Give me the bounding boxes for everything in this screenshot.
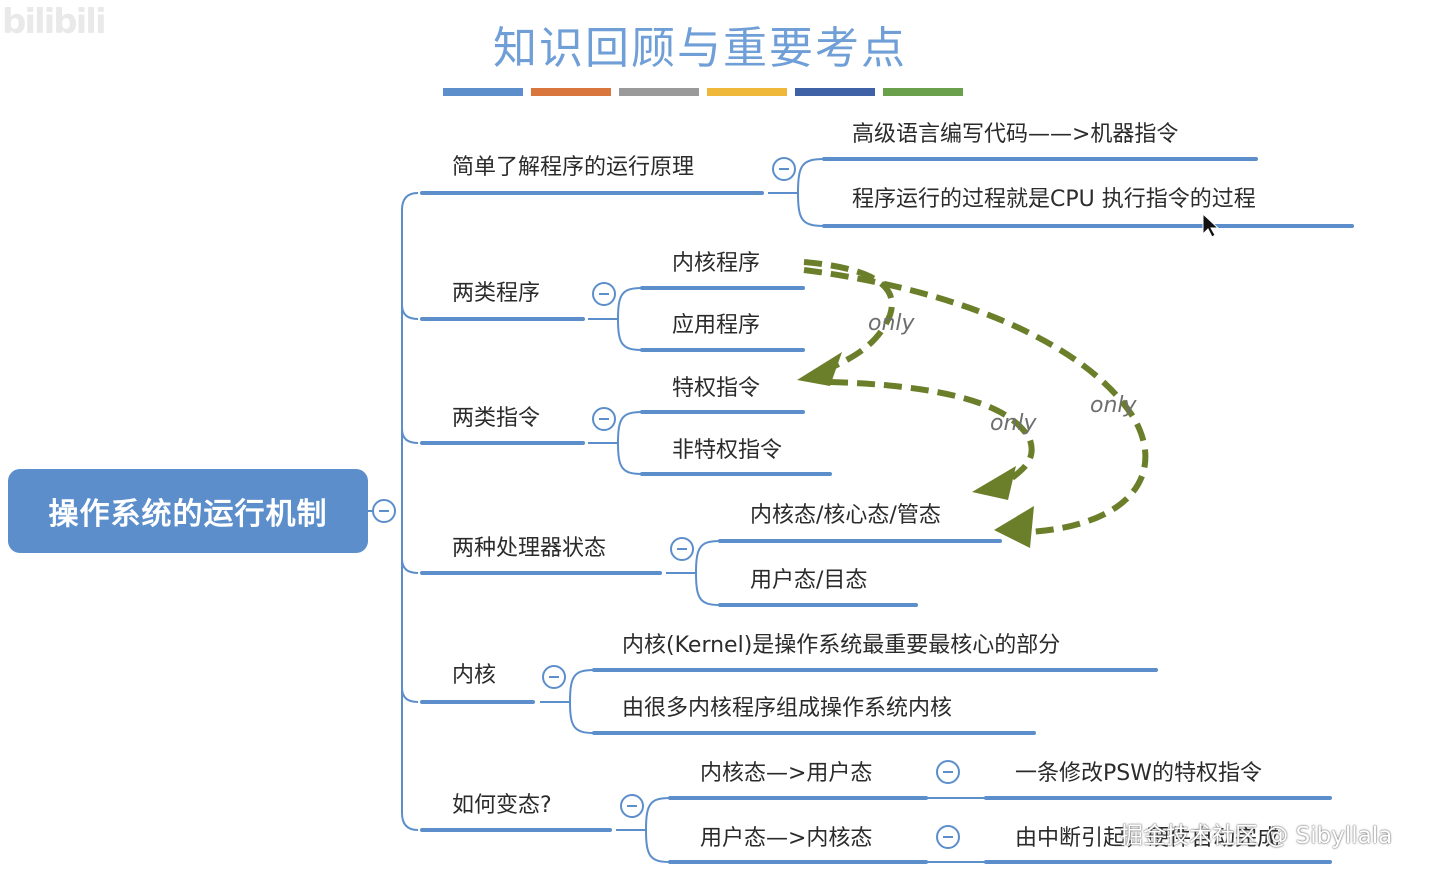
leaf-modify-psw[interactable]: 一条修改PSW的特权指令	[1015, 761, 1262, 786]
only-annotation-1: only	[868, 311, 915, 336]
connector-fan-upper	[569, 669, 595, 703]
branch-mode-switch[interactable]: 如何变态?	[452, 793, 552, 818]
leaf-non-privileged-instruction[interactable]: 非特权指令	[672, 438, 783, 463]
mouse-cursor-icon	[1202, 212, 1220, 238]
minus-circle-icon[interactable]	[936, 825, 960, 849]
connector-fan-upper	[617, 287, 643, 320]
only-arrows	[797, 259, 1149, 548]
branch-two-instructions[interactable]: 两类指令	[452, 406, 541, 431]
title-bar-segment	[795, 88, 875, 96]
title-bar-segment	[443, 88, 523, 96]
only-arrow-head	[972, 466, 1016, 500]
watermark-juejin: 掘金技术社区 @ Sibyllala	[1120, 823, 1393, 849]
root-node[interactable]: 操作系统的运行机制	[8, 469, 368, 553]
connector-branch	[401, 428, 419, 444]
connector-fan-upper	[645, 797, 671, 831]
connector-branch	[401, 687, 419, 703]
minus-circle-icon[interactable]	[620, 794, 644, 818]
only-arrow-line	[803, 267, 1149, 535]
connector-fan-lower	[797, 192, 825, 227]
connectors	[368, 158, 986, 863]
root-node-label: 操作系统的运行机制	[48, 497, 328, 532]
title-color-bar	[443, 88, 963, 96]
leaf-user-mode[interactable]: 用户态/目态	[750, 568, 868, 593]
leaf-interrupt-hardware[interactable]: 由中断引起，硬件自动完成	[1015, 826, 1280, 851]
leaf-kernel-definition[interactable]: 内核(Kernel)是操作系统最重要最核心的部分	[622, 633, 1061, 658]
title-bar-segment	[531, 88, 611, 96]
branch-program-principle[interactable]: 简单了解程序的运行原理	[452, 155, 695, 180]
only-annotation-3: only	[1090, 393, 1137, 418]
connector-fan-upper	[797, 158, 825, 194]
leaf-kernel-program[interactable]: 内核程序	[672, 251, 761, 276]
connector-fan-lower	[645, 829, 671, 863]
connector-fan-upper	[617, 411, 643, 444]
connector-fan-lower	[617, 442, 643, 475]
branch-processor-states[interactable]: 两种处理器状态	[452, 536, 607, 561]
only-arrow-line	[803, 259, 895, 371]
minus-circle-icon[interactable]	[372, 499, 396, 523]
leaf-kernel-mode[interactable]: 内核态/核心态/管态	[750, 503, 941, 528]
leaf-user-to-kernel[interactable]: 用户态—>内核态	[700, 826, 873, 851]
leaf-cpu-execute[interactable]: 程序运行的过程就是CPU 执行指令的过程	[852, 187, 1256, 212]
connector-fan-upper	[695, 540, 721, 574]
title-bar-segment	[707, 88, 787, 96]
leaf-high-level-code[interactable]: 高级语言编写代码——>机器指令	[852, 122, 1179, 147]
minus-circle-icon[interactable]	[592, 282, 616, 306]
connector-branch	[401, 304, 419, 320]
branch-two-programs[interactable]: 两类程序	[452, 281, 541, 306]
connector-fan-lower	[569, 701, 595, 734]
leaf-kernel-composition[interactable]: 由很多内核程序组成操作系统内核	[622, 696, 953, 721]
branch-kernel[interactable]: 内核	[452, 663, 497, 688]
connector-trunk-top	[401, 192, 419, 211]
minus-circle-icon[interactable]	[670, 537, 694, 561]
title-bar-segment	[883, 88, 963, 96]
connector-fan-lower	[695, 572, 721, 606]
minus-circle-icon[interactable]	[542, 665, 566, 689]
leaf-privileged-instruction[interactable]: 特权指令	[672, 376, 761, 401]
connector-fan-lower	[617, 318, 643, 351]
minus-circle-icon[interactable]	[936, 760, 960, 784]
only-arrow-head	[797, 352, 842, 386]
leaf-kernel-to-user[interactable]: 内核态—>用户态	[700, 761, 873, 786]
only-arrow-line	[829, 379, 1035, 481]
connector-trunk	[401, 210, 419, 831]
leaf-application-program[interactable]: 应用程序	[672, 313, 761, 338]
title-bar-segment	[619, 88, 699, 96]
only-arrow-head	[994, 506, 1034, 548]
minus-circle-icon[interactable]	[772, 157, 796, 181]
connector-branch	[401, 558, 419, 574]
collapse-icons	[372, 157, 960, 849]
node-underlines	[420, 157, 1354, 864]
only-annotation-2: only	[990, 411, 1037, 436]
minus-circle-icon[interactable]	[592, 407, 616, 431]
watermark-bilibili: bilibili	[2, 2, 107, 42]
page-title: 知识回顾与重要考点	[493, 23, 907, 74]
